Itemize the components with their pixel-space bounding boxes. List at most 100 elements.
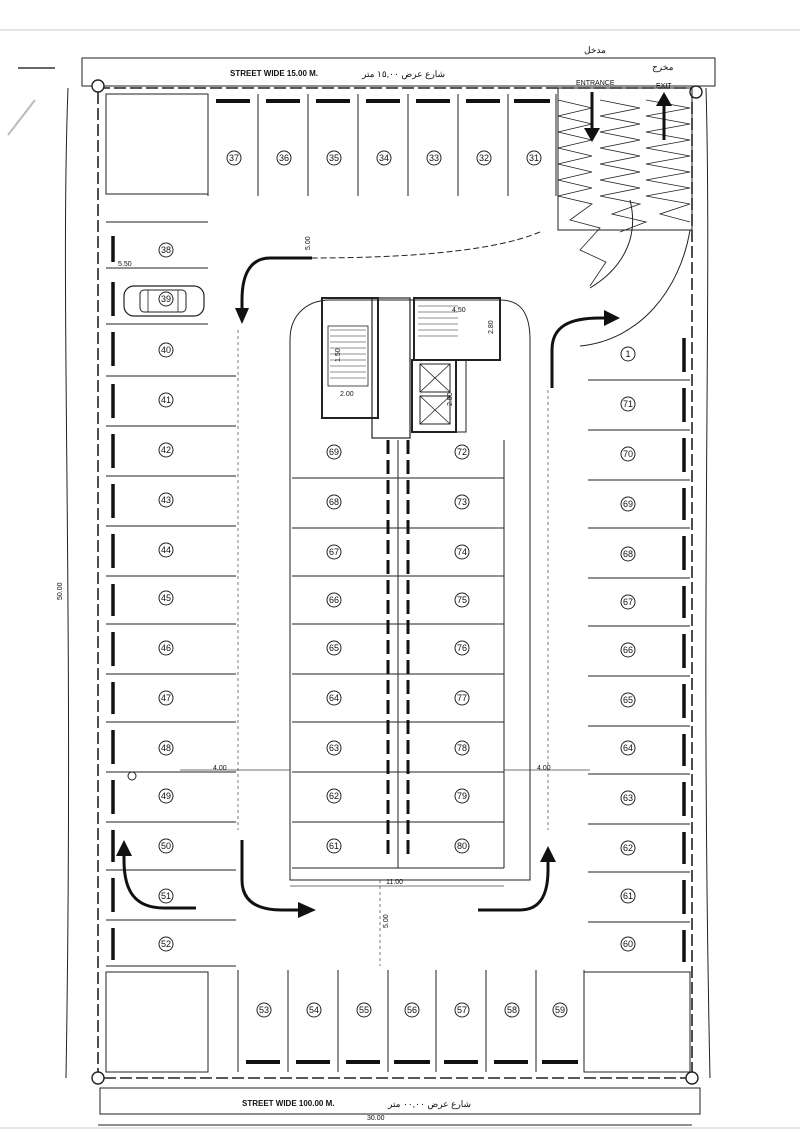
spot-marker-circle <box>620 546 636 562</box>
spot-marker-circle <box>620 446 636 462</box>
spot-number: 34 <box>379 153 389 163</box>
spot-number: 63 <box>623 793 633 803</box>
entrance-arrow <box>584 92 600 142</box>
arrow-left-lower <box>116 840 196 910</box>
central-island <box>289 299 531 881</box>
spot-marker-circle <box>326 788 342 804</box>
spot-marker-circle <box>158 690 174 706</box>
spot-number: 62 <box>623 843 633 853</box>
spot-number: 48 <box>161 743 171 753</box>
spot-number: 71 <box>623 399 633 409</box>
margin-mark <box>7 99 36 136</box>
corner-block <box>105 971 209 1073</box>
spot-number: 54 <box>309 1005 319 1015</box>
top-street: STREET WIDE 15.00 M. شارع عرض ١٥,٠٠ متر <box>81 57 716 87</box>
spot-marker-circle <box>454 544 470 560</box>
spot-number: 79 <box>457 791 467 801</box>
spot-marker-circle <box>620 936 636 952</box>
spot-number: 69 <box>623 499 633 509</box>
spot-number: 47 <box>161 693 171 703</box>
bottom-street-arabic: شارع عرض ٠٠,٠٠ متر <box>387 1099 471 1110</box>
spot-marker-circle <box>620 740 636 756</box>
spot-number: 61 <box>623 891 633 901</box>
spot-marker-circle <box>306 1002 322 1018</box>
spot-number: 74 <box>457 547 467 557</box>
dim-aisle-left: 4.00 <box>213 765 227 772</box>
spot-number: 38 <box>161 245 171 255</box>
spot-number: 41 <box>161 395 171 405</box>
spot-number: 53 <box>259 1005 269 1015</box>
dim-stair-c: 4.50 <box>452 307 466 314</box>
spot-number: 49 <box>161 791 171 801</box>
spot-marker-circle <box>454 788 470 804</box>
spot-marker-circle <box>158 838 174 854</box>
spot-marker-circle <box>326 150 342 166</box>
spot-marker-circle <box>326 640 342 656</box>
spot-marker-circle <box>326 494 342 510</box>
spot-number: 37 <box>229 153 239 163</box>
spot-number: 46 <box>161 643 171 653</box>
spot-marker-circle <box>158 492 174 508</box>
spot-number: 65 <box>329 643 339 653</box>
spot-number: 58 <box>507 1005 517 1015</box>
spot-number: 70 <box>623 449 633 459</box>
spot-number: 32 <box>479 153 489 163</box>
spot-marker-circle <box>620 888 636 904</box>
spot-marker-circle <box>476 150 492 166</box>
corner-block <box>105 93 209 195</box>
spot-number: 60 <box>623 939 633 949</box>
spot-marker-circle <box>356 1002 372 1018</box>
spot-marker-circle <box>158 242 174 258</box>
spot-number: 39 <box>161 294 171 304</box>
spot-number: 65 <box>623 695 633 705</box>
spot-marker-circle <box>276 150 292 166</box>
spot-number: 36 <box>279 153 289 163</box>
spot-marker-circle <box>326 838 342 854</box>
spot-marker-circle <box>504 1002 520 1018</box>
spot-marker-circle <box>326 690 342 706</box>
dim-bottom-aisle: 5.00 <box>383 914 390 928</box>
spot-number: 77 <box>457 693 467 703</box>
spot-marker-circle <box>256 1002 272 1018</box>
corner-markers <box>91 79 703 1085</box>
marker-circle <box>127 771 137 781</box>
spot-number: 50 <box>161 841 171 851</box>
spot-marker-circle <box>158 936 174 952</box>
spot-number: 51 <box>161 891 171 901</box>
spot-marker-circle <box>158 291 174 307</box>
spot-number: 75 <box>457 595 467 605</box>
spot-marker-circle <box>454 838 470 854</box>
corner-block <box>583 971 691 1073</box>
dim-stair-d: 2.80 <box>488 320 495 334</box>
dim-left-nook: 5.50 <box>118 261 132 268</box>
spot-number: 61 <box>329 841 339 851</box>
arrow-top-left <box>235 256 312 324</box>
spot-marker-circle <box>158 740 174 756</box>
spot-marker-circle <box>454 444 470 460</box>
spot-marker-circle <box>326 444 342 460</box>
spot-marker-circle <box>454 690 470 706</box>
spot-marker-circle <box>620 840 636 856</box>
spot-marker-circle <box>620 594 636 610</box>
spot-number: 57 <box>457 1005 467 1015</box>
spot-number: 67 <box>623 597 633 607</box>
arrow-bottom-right <box>478 846 556 912</box>
spot-number: 33 <box>429 153 439 163</box>
spot-marker-circle <box>620 692 636 708</box>
dim-center-width: 11.00 <box>386 879 403 886</box>
spot-number: 52 <box>161 939 171 949</box>
spot-number: 55 <box>359 1005 369 1015</box>
spot-number: 1 <box>625 349 630 359</box>
stair-core <box>321 297 501 439</box>
spot-marker-circle <box>326 592 342 608</box>
spot-number: 67 <box>329 547 339 557</box>
spot-marker-circle <box>158 542 174 558</box>
arrow-top-right <box>550 310 620 388</box>
spot-marker-circle <box>454 1002 470 1018</box>
left-dimension-line <box>64 87 70 1079</box>
ramp-zone <box>309 87 693 347</box>
spot-number: 69 <box>329 447 339 457</box>
spot-number: 66 <box>623 645 633 655</box>
spot-number: 56 <box>407 1005 417 1015</box>
